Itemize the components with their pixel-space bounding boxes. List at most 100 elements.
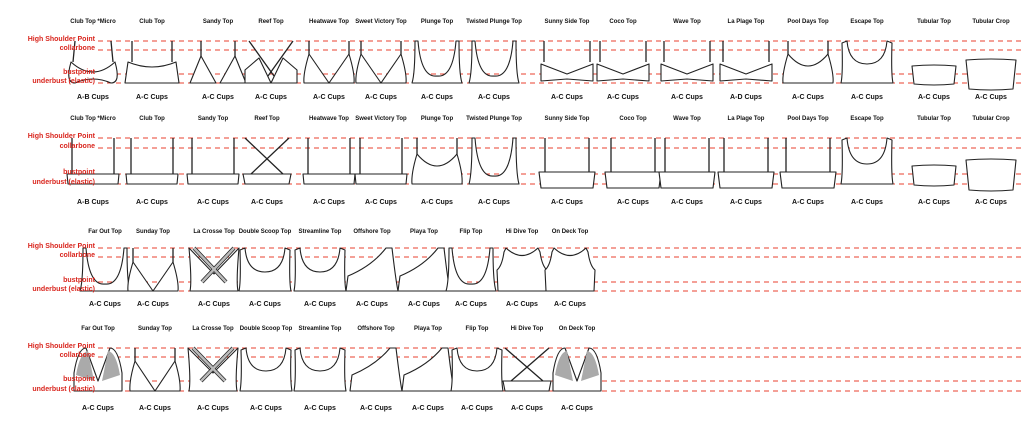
guide-label: collarbone [59,143,95,150]
garment-outline [219,55,247,84]
garment-outline [349,347,403,392]
cup-size: A-C Cups [671,199,703,206]
style-name: Playa Top [410,229,438,235]
style-name: On Deck Top [558,326,596,332]
cross-strap-fill [192,347,234,382]
garment-back-icon [66,138,120,185]
garment-oneshoulder-icon [397,247,451,292]
garment-outline [596,63,650,82]
guide-label: collarbone [59,352,95,359]
garment-racer-icon [73,347,123,392]
garment-bandeau-icon [596,41,650,82]
style-name: Sunny Side Top [544,19,590,25]
style-name: Reef Top [258,19,284,25]
garment-xfront-icon [188,246,240,292]
cup-size: A-C Cups [304,405,336,412]
garment-plunge-icon [411,40,463,84]
garment-outline [354,173,408,185]
garment-vneck-icon [129,348,181,392]
style-name: Twisted Plunge Top [466,19,522,25]
style-name: Coco Top [609,19,637,25]
garment-outline [717,171,775,189]
guide-label: bustpoint [63,169,95,176]
garment-racer-icon [552,347,602,392]
cup-size: A-C Cups [82,405,114,412]
style-name: La Plage Top [727,19,765,25]
cross-strap-fill [193,247,235,283]
cup-size: A-C Cups [851,199,883,206]
cup-size: A-C Cups [918,199,950,206]
strap [510,347,550,382]
garment-outline [125,173,179,185]
style-name: Tubular Crop [972,19,1010,25]
style-name: Flip Top [459,229,483,235]
garment-xfront-icon [187,346,239,392]
garment-vneck-icon [303,41,355,84]
strap [250,137,290,175]
guide-label: collarbone [59,252,95,259]
cup-size: A-C Cups [136,199,168,206]
cup-size: A-C Cups [356,301,388,308]
strap [244,137,284,175]
garment-backband-icon [538,138,596,189]
style-name: Far Out Top [88,229,122,235]
cup-size: A-B Cups [77,94,109,101]
cup-size: A-C Cups [360,405,392,412]
garment-tube-icon [911,64,957,86]
style-name: Reef Top [254,116,280,122]
cup-size: A-C Cups [365,94,397,101]
cup-size: A-C Cups [250,405,282,412]
cup-size: A-C Cups [198,301,230,308]
style-name: Playa Top [414,326,442,332]
garment-outline [397,247,451,292]
garment-outline [445,247,497,292]
garment-halter-icon [496,247,548,292]
style-name: Heatwave Top [309,116,349,122]
guide-label: High Shoulder Point [27,243,95,250]
style-name: Double Scoop Top [239,326,293,332]
style-name: Hi Dive Top [505,229,539,235]
garment-oneshoulder-icon [401,347,455,392]
garment-wide-icon [239,347,293,392]
style-name: Plunge Top [420,116,454,122]
garment-vneck-icon [355,41,407,84]
style-name: Tubular Top [917,116,951,122]
garment-outline [189,55,217,84]
garment-outline [660,63,714,82]
garment-outline [124,61,180,84]
garment-outline [186,173,240,185]
cup-size: A-C Cups [461,405,493,412]
cup-size: A-C Cups [136,94,168,101]
garment-bandeau-icon [719,41,773,82]
style-name: Far Out Top [81,326,115,332]
garment-outline [544,247,596,292]
style-name: Tubular Top [917,19,951,25]
garment-back-icon [186,138,240,185]
garment-outline [238,247,292,292]
cup-size: A-C Cups [478,199,510,206]
cup-size: A-C Cups [313,199,345,206]
style-name: La Crosse Top [193,229,235,235]
cup-size: A-C Cups [313,94,345,101]
garment-xback-icon [242,137,292,185]
garment-wide-icon [840,137,894,185]
cup-size: A-C Cups [197,199,229,206]
garment-oneshoulder-icon [349,347,403,392]
garment-wide-icon [293,347,347,392]
cup-size: A-C Cups [792,94,824,101]
cup-size: A-C Cups [551,94,583,101]
garment-backband-icon [779,138,837,189]
style-name: Coco Top [619,116,647,122]
cup-size: A-C Cups [551,199,583,206]
garment-backband-icon [604,138,662,189]
cup-size: A-C Cups [89,301,121,308]
garment-outline [538,171,596,189]
cup-size: A-C Cups [511,405,543,412]
cup-size: A-C Cups [137,301,169,308]
cup-size: A-C Cups [975,94,1007,101]
garment-outline [355,53,407,84]
garment-back-icon [125,138,179,185]
style-name: Flip Top [465,326,489,332]
style-name: Sweet Victory Top [355,19,407,25]
style-name: Pool Days Top [787,116,829,122]
